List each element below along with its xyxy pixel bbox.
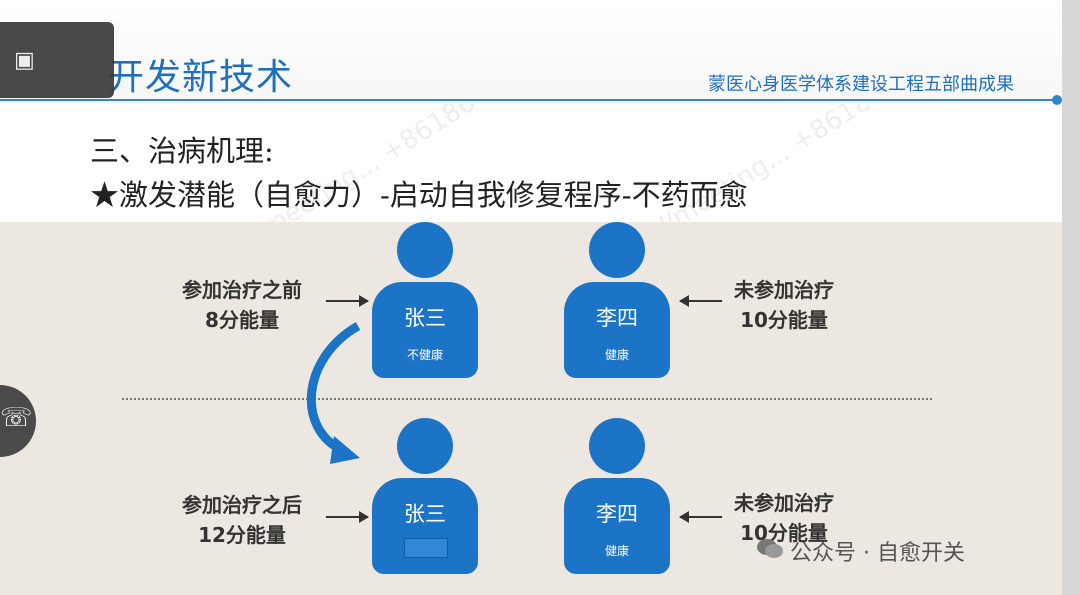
arrow-left-icon (679, 511, 722, 523)
header-divider-dot (1052, 95, 1062, 105)
diagram-divider (122, 398, 932, 400)
person-status: 健康 (604, 544, 629, 558)
curved-arrow-icon (306, 322, 361, 464)
mechanism-statement: ★激发潜能（自愈力）-启动自我修复程序-不药而愈 (90, 178, 748, 212)
person-lisi-after: 李四 健康 (564, 418, 674, 578)
person-body (372, 478, 478, 574)
person-name: 李四 (596, 502, 638, 526)
arrow-right-icon (326, 511, 369, 523)
before-treatment-label: 参加治疗之前 8分能量 (182, 278, 302, 332)
person-lisi-before: 李四 健康 (564, 222, 674, 382)
person-status: 不健康 (406, 348, 443, 362)
no-treatment-label: 未参加治疗 10分能量 (734, 491, 834, 545)
person-body (372, 282, 478, 378)
person-status: 健康 (604, 348, 629, 362)
person-head (589, 222, 645, 278)
slide-title: 开发新技术 (108, 57, 294, 98)
person-zhangsan-after: 张三 (372, 418, 482, 578)
person-head (397, 418, 453, 474)
wechat-icon (757, 539, 783, 558)
energy-diagram (0, 222, 1062, 595)
camera-icon: ▣ (14, 48, 35, 73)
person-body (564, 282, 670, 378)
camera-preview-overlay[interactable]: ▣ (0, 22, 114, 98)
header-divider (0, 99, 1058, 101)
mechanism-heading: 三、治病机理: (90, 134, 274, 168)
slide-header: 开发新技术 蒙医心身医学体系建设工程五部曲成果 (0, 0, 1062, 105)
person-name: 张三 (404, 502, 446, 526)
wechat-account-watermark: 公众号 · 自愈开关 (790, 541, 965, 566)
person-name: 张三 (404, 306, 446, 330)
arrow-left-icon (679, 295, 722, 307)
person-zhangsan-before: 张三 不健康 (372, 222, 482, 382)
phone-icon: ☏ (0, 403, 33, 433)
after-treatment-label: 参加治疗之后 12分能量 (182, 493, 302, 547)
no-treatment-label: 未参加治疗 10分能量 (734, 278, 834, 332)
person-head (589, 418, 645, 474)
person-name: 李四 (596, 306, 638, 330)
window-edge (1062, 0, 1080, 595)
arrow-right-icon (326, 295, 369, 307)
person-head (397, 222, 453, 278)
slide-subtitle: 蒙医心身医学体系建设工程五部曲成果 (708, 74, 1014, 95)
person-body (564, 478, 670, 574)
status-box (404, 538, 448, 558)
